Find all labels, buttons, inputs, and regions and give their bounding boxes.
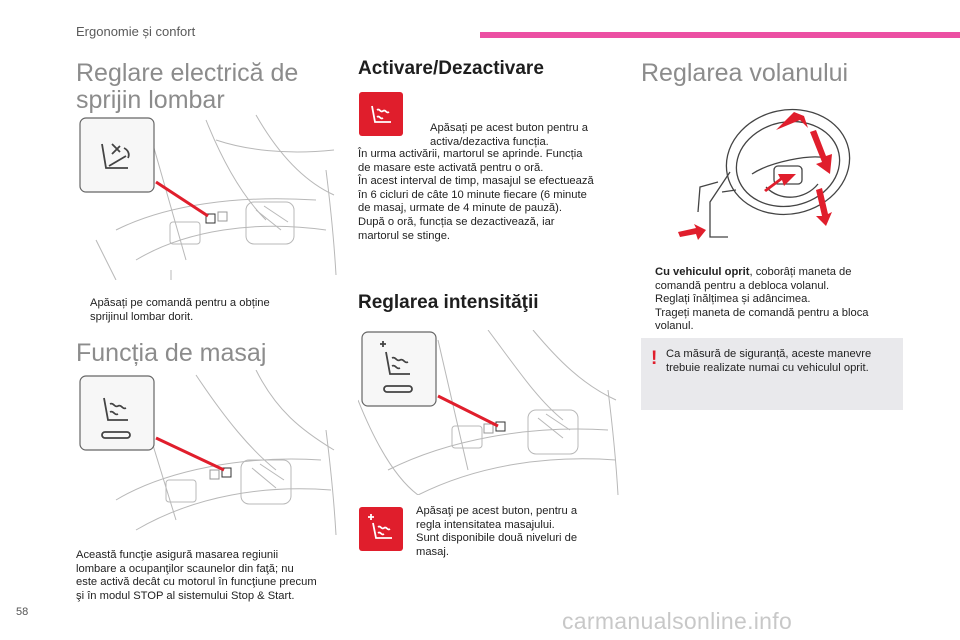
- step1-rest: , coborâți maneta de: [749, 266, 852, 278]
- massage-illustration: [76, 370, 338, 535]
- watermark: carmanualsonline.info: [562, 608, 793, 634]
- lumbar-instr-line1: Apăsați pe comandă pentru a obține: [90, 297, 270, 309]
- activation-desc-line: de masare este activată pentru o oră.: [358, 161, 544, 174]
- lumbar-title-line1: Reglare electrică de: [76, 59, 299, 87]
- section-header: Ergonomie și confort: [76, 24, 196, 39]
- intensity-title: Reglarea intensităţii: [358, 292, 539, 313]
- lumbar-illustration: [76, 110, 338, 280]
- page-number: 58: [16, 606, 29, 618]
- steering-wheel-illustration: [678, 108, 851, 240]
- step3-line1: Trageți maneta de comandă pentru a bloca: [655, 306, 869, 319]
- massage-desc-line: Această funcţie asigură masarea regiunii: [76, 549, 279, 561]
- massage-intensity-icon: [380, 341, 413, 393]
- activation-instruction: Apăsați pe acest buton pentru a activa/d…: [416, 122, 635, 149]
- steering-steps: Cu vehiculul oprit, coborâți maneta de c…: [641, 266, 906, 334]
- lumbar-instruction: Apăsați pe comandă pentru a obține sprij…: [76, 297, 340, 324]
- activation-desc-line: În urma activării, martorul se aprinde. …: [358, 148, 583, 160]
- intensity-desc-line: masaj.: [416, 545, 449, 558]
- activation-desc-line: martorul se stinge.: [358, 229, 451, 242]
- intensity-description: Apăsaţi pe acest buton, pentru a regla i…: [416, 505, 621, 559]
- intensity-button-icon: [359, 507, 403, 551]
- activation-desc-line: După o oră, funcția se dezactivează, iar: [358, 215, 555, 228]
- activation-title: Activare/Dezactivare: [358, 58, 544, 79]
- steering-step-3: Trageți maneta de comandă pentru a bloca…: [641, 307, 906, 334]
- activation-description: În urma activării, martorul se aprinde. …: [358, 148, 628, 243]
- seat-illustration: [79, 370, 337, 535]
- seat-illustration: [79, 114, 337, 280]
- massage-seat-icon: [101, 397, 131, 439]
- lumbar-title: Reglare electrică de sprijin lombar: [76, 60, 316, 114]
- step1-line2: comandă pentru a debloca volanul.: [655, 279, 830, 292]
- step1-bold: Cu vehiculul oprit: [655, 266, 750, 278]
- intensity-desc-line: regla intensitatea masajului.: [416, 518, 555, 531]
- activation-desc-line: În acest interval de timp, masajul se ef…: [358, 175, 594, 188]
- lumbar-seat-icon: [101, 143, 130, 169]
- activation-instr-line2: activa/dezactiva funcția.: [430, 135, 549, 148]
- lumbar-title-line2: sprijin lombar: [76, 86, 225, 114]
- steering-step-1: Cu vehiculul oprit, coborâți maneta de c…: [641, 266, 906, 293]
- section-accent-bar: [480, 32, 960, 38]
- intensity-desc-line: Apăsaţi pe acest buton, pentru a: [416, 505, 578, 517]
- steering-step-2: Reglați înălțimea și adâncimea.: [641, 293, 906, 307]
- safety-warning: ! Ca măsură de siguranță, aceste manevre…: [641, 338, 903, 410]
- seat-illustration: [358, 330, 619, 495]
- activation-instr-line1: Apăsați pe acest buton pentru a: [430, 122, 588, 135]
- massage-toggle-icon: [359, 92, 403, 136]
- intensity-desc-line: Sunt disponibile două niveluri de: [416, 532, 578, 545]
- steering-illustration: [670, 92, 880, 252]
- activation-desc-line: de masaj, urmate de 4 minute de pauză).: [358, 202, 562, 215]
- step2-text: Reglați înălțimea și adâncimea.: [655, 293, 811, 306]
- massage-description: Această funcţie asigură masarea regiunii…: [76, 549, 341, 603]
- massage-title: Funcția de masaj: [76, 339, 267, 367]
- massage-desc-line: este activă decât cu motorul în funcţiun…: [76, 576, 317, 589]
- activation-desc-line: în 6 cicluri de câte 10 minute fiecare (…: [358, 188, 587, 201]
- warning-line1: Ca măsură de siguranță, aceste manevre: [666, 348, 872, 360]
- step3-line2: volanul.: [655, 320, 694, 333]
- lumbar-instr-line2: sprijinul lombar dorit.: [90, 310, 194, 323]
- massage-desc-line: şi în modul STOP al sistemului Stop & St…: [76, 589, 295, 602]
- massage-desc-line: lombare a ocupanţilor scaunelor din faţă…: [76, 562, 294, 575]
- steering-title: Reglarea volanului: [641, 59, 849, 87]
- warning-icon: !: [651, 348, 658, 369]
- warning-line2: trebuie realizate numai cu vehiculul opr…: [666, 361, 869, 374]
- intensity-illustration: [358, 330, 620, 495]
